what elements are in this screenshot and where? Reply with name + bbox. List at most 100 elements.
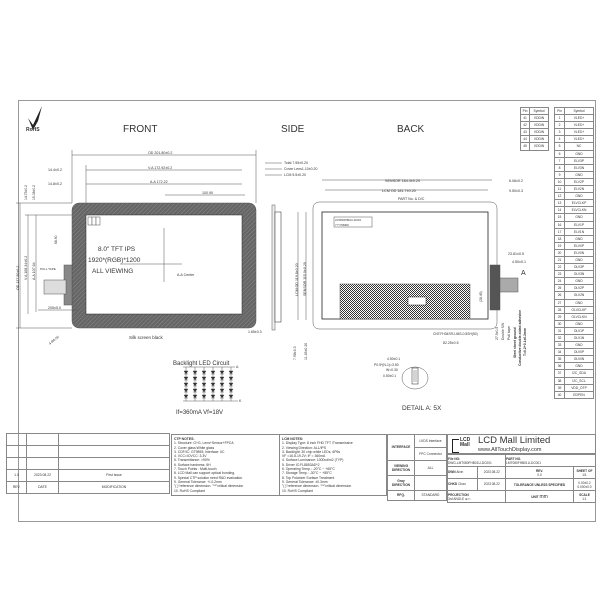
va-left-dim: 14.4±0.2 [48,168,62,172]
rfq-label: RFQ. [387,490,415,501]
symbol-cell: GND [564,341,594,350]
part-number: LMT080FHB01U-DC001 [506,460,541,465]
rev-value: 0.0 [537,472,542,477]
top-dim-2: 15.08±0.2 [32,185,36,200]
aa-center-label: A.A Center [177,273,195,277]
sheet-label: SHEET OF [576,468,593,473]
side-total-dim: Total 7.55±0.20 [284,161,308,165]
dim-82-25: 82.25±0.5 [443,341,459,345]
symbol-cell: OLVCLKP [564,305,594,314]
aa-offset-dim: 100.90 [202,191,213,195]
symbol-cell: ELVCLKP [564,199,594,208]
dwn-name: Alvin [456,470,464,475]
led-diode-icon [210,394,216,399]
pin-cell: 41 [519,114,531,123]
note-line: VF =16.8-19.2V; IF = 360mA [282,454,326,459]
rev-label: REV. [535,468,544,473]
back-right-dim-2: 9.50±0.3 [509,189,523,193]
symbol-cell: OLV1N [564,333,594,343]
pin-cell: 13 [553,199,566,208]
symbol-cell: VDDIN [529,121,549,130]
led-diode-icon [183,370,189,375]
note-line: 9. General Tolerance: ±0.3mm [282,479,328,484]
pin-cell: 28 [553,305,566,314]
backlight-spec: If=360mA Vf=18V [176,410,223,416]
pin-cell: 7 [553,156,566,165]
logo-text: LCD Mall [460,437,471,448]
pin-cell: 32 [553,333,566,343]
note-line: 5. Transmittance: >90% [174,458,210,463]
symbol-cell: NC [564,142,594,151]
pin-cell: 5 [553,142,566,151]
modification-cell: First Issue [58,469,170,482]
detail-dim-4: 0.50±0.1 [383,374,396,378]
company-url[interactable]: www.AllTouchDisplay.com [478,447,542,453]
note-line: 4. VCC=IOVCC: 3.3V [174,454,207,459]
sheet-value: 1/1 [582,472,587,477]
viewing-value: ALL [414,460,447,476]
connector-label: CNT:FH34SRJ-45S-0.5SH(50) [433,332,478,336]
note-line: "( )"reference dimension. "**"critical d… [282,484,352,489]
led-diode-icon [228,376,234,381]
pin-cell: 34 [553,348,566,357]
projection-symbol-icon: ⊕▭ [465,496,471,501]
detail-dim-3: W=0.30 [386,368,398,372]
tolerance-label: TOLERANCE UNLESS SPECIFIED [505,478,574,491]
symbol-cell: VDDIN [529,114,549,123]
rev-header: REV. [6,481,27,494]
pin-cell: 26 [553,291,566,300]
front-view [16,150,257,329]
aa-center-v-dim: 68.90 [54,235,58,244]
led-diode-icon [192,376,198,381]
pin-cell: 18 [553,234,566,243]
tolerance-1: 0.00±0.2 [578,480,591,485]
symbol-cell: OLV2P [564,284,594,293]
pin-cell: 6 [553,149,566,158]
back-view [297,179,519,330]
back-right-dim-1: 6.06±0.2 [509,179,523,183]
display-type: 8.0" TFT IPS [98,246,136,253]
file-label: File NO: [448,456,461,461]
led-diode-icon [228,394,234,399]
led-diode-icon [201,370,207,375]
pin-cell: 38 [553,376,566,385]
led-diode-icon [219,388,225,393]
view-front-title: FRONT [123,124,157,135]
top-dim-1: 14.73±0.2 [24,185,28,200]
symbol-cell: ELV3P [564,156,594,165]
pin-cell: 1 [553,114,566,123]
led-diode-icon [183,388,189,393]
symbol-cell: ELV2P [564,177,594,187]
note-line: 3. Backlight: 30 chip white LEDs, 6P6s [282,449,341,454]
note-line: 1. Display Type: 8 inch FHD TFT /Transmi… [282,441,353,446]
pin-cell: 3 [553,128,566,137]
pin-cell: 31 [553,326,566,336]
note-line: 4. Surface Luminance: 1000cd/m2 (TYP) [282,458,344,463]
pin-cell: 20 [553,248,566,257]
note-line: 8. Top Polarizer Surface Treatment [282,475,335,480]
display-resolution: 1920*(RGB)*1200 [88,257,141,264]
symbol-cell: VLED+ [564,128,594,137]
symbol-cell: OLV0P [564,348,594,357]
projection-value: 3rd ANGLE [448,496,465,501]
led-diode-icon [219,394,225,399]
chkd-label: CHKD [448,482,458,487]
side-gap-dim: 1.65±0.3 [248,330,262,334]
led-diode-icon [192,370,198,375]
pin-cell: 2 [553,121,566,130]
